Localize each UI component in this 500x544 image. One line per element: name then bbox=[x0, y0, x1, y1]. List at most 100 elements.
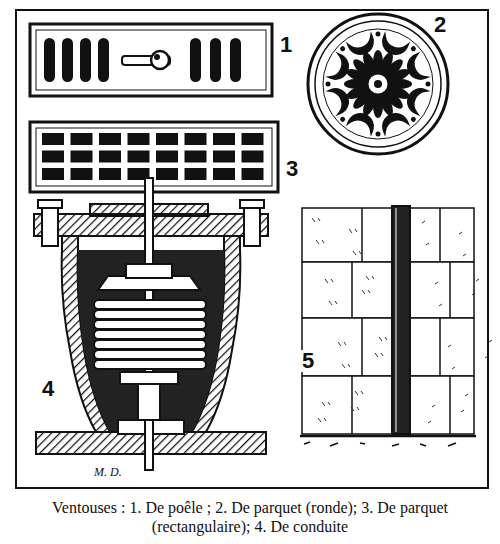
stone-texture bbox=[485, 356, 488, 358]
slot bbox=[230, 38, 241, 82]
stone-texture bbox=[362, 290, 370, 294]
stone-texture bbox=[476, 279, 479, 281]
grid-hole bbox=[71, 151, 93, 163]
bellows-fold bbox=[94, 360, 206, 369]
slot bbox=[190, 38, 201, 82]
bellows-fold bbox=[94, 320, 206, 329]
dot bbox=[410, 116, 417, 123]
slot bbox=[98, 38, 109, 82]
grid-hole bbox=[242, 168, 264, 180]
stone bbox=[410, 376, 474, 434]
stone-texture bbox=[439, 304, 442, 306]
dot bbox=[426, 82, 431, 87]
crescent bbox=[405, 86, 425, 113]
stone-texture bbox=[349, 229, 357, 233]
stone-texture bbox=[422, 221, 425, 223]
grid-hole bbox=[213, 151, 235, 163]
slot bbox=[80, 38, 91, 82]
grid-hole bbox=[71, 168, 93, 180]
dot bbox=[376, 32, 381, 37]
crescent bbox=[380, 37, 407, 57]
stone-texture bbox=[316, 240, 324, 244]
grid-hole bbox=[185, 133, 207, 145]
grid-hole bbox=[71, 133, 93, 145]
figure-number: 5 bbox=[300, 350, 316, 372]
stone-texture bbox=[338, 342, 346, 346]
grid-hole bbox=[242, 151, 264, 163]
joint bbox=[449, 376, 451, 434]
grid-hole bbox=[185, 151, 207, 163]
stone bbox=[410, 208, 474, 262]
grid-hole bbox=[99, 151, 121, 163]
stone bbox=[410, 318, 474, 376]
stone-texture bbox=[375, 353, 383, 357]
grid-hole bbox=[185, 168, 207, 180]
figure-number: 2 bbox=[432, 14, 448, 36]
slot bbox=[62, 38, 73, 82]
stone bbox=[302, 376, 392, 434]
joint bbox=[439, 208, 441, 262]
dot bbox=[376, 132, 381, 137]
bellows-fold bbox=[94, 310, 206, 319]
dot bbox=[410, 45, 417, 52]
grid-hole bbox=[128, 133, 150, 145]
joint bbox=[351, 262, 353, 318]
stone-texture bbox=[355, 391, 363, 395]
stone-texture bbox=[452, 367, 455, 369]
stone-texture bbox=[461, 410, 464, 412]
caption: Ventouses : 1. De poêle ; 2. De parquet … bbox=[12, 498, 488, 536]
grid-hole bbox=[99, 133, 121, 145]
stone-texture bbox=[342, 364, 350, 368]
crescent bbox=[380, 111, 407, 131]
wall-vent bbox=[300, 206, 492, 446]
stone-texture bbox=[465, 394, 468, 396]
bellows-fold bbox=[94, 300, 206, 309]
stove-vent bbox=[30, 24, 272, 96]
signature: M. D. bbox=[92, 466, 124, 478]
joint bbox=[439, 318, 441, 376]
grid-hole bbox=[213, 133, 235, 145]
grid-hole bbox=[213, 168, 235, 180]
figure-number: 1 bbox=[278, 34, 294, 56]
joint bbox=[361, 318, 363, 376]
round-floor-vent bbox=[308, 14, 448, 154]
figure-number: 3 bbox=[284, 158, 300, 180]
stone-texture bbox=[463, 254, 466, 256]
stone-texture bbox=[432, 405, 435, 407]
stone-texture bbox=[489, 340, 492, 342]
bellows-fold bbox=[94, 350, 206, 359]
stone bbox=[302, 262, 392, 318]
stone-texture bbox=[325, 279, 333, 283]
bellows-fold bbox=[94, 330, 206, 339]
grid-hole bbox=[242, 133, 264, 145]
stone-texture bbox=[472, 293, 475, 295]
stone bbox=[410, 262, 474, 318]
grid-hole bbox=[156, 133, 178, 145]
stone-texture bbox=[329, 301, 337, 305]
crescent bbox=[331, 86, 351, 113]
slot bbox=[210, 38, 221, 82]
joint bbox=[351, 376, 353, 434]
grid-hole bbox=[42, 133, 64, 145]
crescent bbox=[405, 55, 425, 82]
dot bbox=[339, 45, 346, 52]
stone-texture bbox=[435, 282, 438, 284]
stone-texture bbox=[379, 337, 387, 341]
crescent bbox=[349, 37, 376, 57]
dot bbox=[339, 116, 346, 123]
slot bbox=[44, 38, 55, 82]
grid-hole bbox=[99, 168, 121, 180]
stone-texture bbox=[426, 243, 429, 245]
dot bbox=[326, 82, 331, 87]
crescent bbox=[331, 55, 351, 82]
stone-texture bbox=[428, 421, 431, 423]
joint bbox=[449, 262, 451, 318]
figure-number: 4 bbox=[40, 378, 56, 400]
grid-hole bbox=[156, 168, 178, 180]
stone bbox=[302, 208, 392, 262]
grid-hole bbox=[128, 151, 150, 163]
frame bbox=[16, 10, 488, 488]
pipe-air-valve bbox=[34, 178, 268, 470]
stone-texture bbox=[318, 418, 326, 422]
